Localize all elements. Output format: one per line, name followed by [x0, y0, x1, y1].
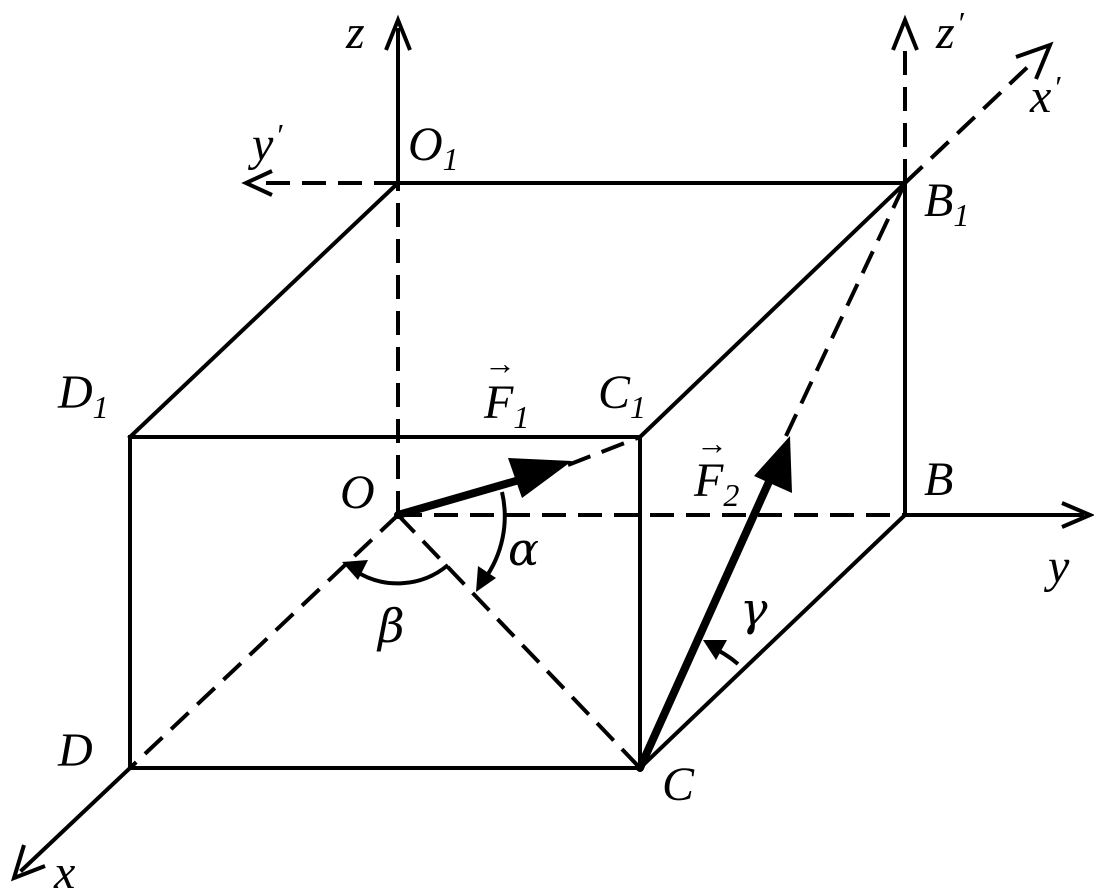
dashed-lines [128, 40, 1037, 770]
label-y-prime: y′ [247, 117, 283, 171]
label-y: y [1043, 540, 1070, 593]
z-prime-axis-arrowhead [891, 14, 919, 51]
label-f1: F1 [483, 376, 529, 435]
vector-f2-shaft [636, 471, 776, 772]
dashed-f2-to-b1 [784, 182, 907, 437]
box-solid-edges [127, 180, 908, 771]
gamma-arrowhead [703, 640, 727, 660]
label-x: x [53, 846, 75, 890]
vector-labels: → F1 → F2 [483, 345, 739, 513]
edge-c1-b1 [637, 180, 908, 440]
angle-labels: α β γ [376, 522, 768, 653]
vector-f2-arrowhead [754, 436, 792, 493]
label-beta: β [376, 599, 405, 653]
y-prime-axis-arrowhead [241, 169, 273, 197]
label-b: B [924, 453, 953, 506]
label-x-prime: x′ [1029, 69, 1061, 123]
dashed-x-prime-axis [903, 58, 1037, 185]
edge-c-b [637, 512, 908, 771]
label-b1: B1 [924, 174, 969, 233]
dashed-o-d [128, 513, 400, 770]
force-vectors [394, 436, 792, 772]
label-c: C [662, 758, 695, 811]
vector-f1-arrowhead [508, 458, 572, 498]
label-c1: C1 [598, 366, 646, 425]
angle-arcs [342, 491, 740, 666]
dashed-f1-to-c1 [567, 435, 641, 467]
alpha-arrowhead [476, 566, 496, 592]
label-z: z [345, 6, 365, 59]
label-f2: F2 [693, 454, 739, 513]
x-axis-line [19, 765, 133, 873]
alpha-arc [482, 491, 507, 582]
label-o1: O1 [408, 118, 459, 177]
edge-d1-o1 [127, 180, 401, 440]
beta-arc [352, 563, 450, 586]
label-d: D [57, 724, 93, 777]
axis-labels: z z′ y′ x′ y x [53, 5, 1070, 890]
z-axis-arrowhead [384, 14, 412, 51]
label-alpha: α [508, 522, 539, 576]
y-axis-arrowhead [1061, 501, 1094, 529]
label-d1: D1 [57, 366, 109, 425]
beta-arrowhead [342, 560, 368, 580]
x-axis-arrowhead [10, 844, 46, 882]
x-prime-axis-arrowhead [1015, 41, 1054, 80]
vector-f2-arrow-symbol: → [696, 425, 728, 461]
vector-f1-arrow-symbol: → [484, 345, 516, 381]
label-gamma: γ [740, 582, 768, 636]
dashed-o-c [396, 513, 642, 770]
label-o: O [340, 466, 375, 519]
axis-arrowheads [10, 14, 1094, 882]
point-labels: O1 B1 D1 C1 O B D C [57, 118, 969, 811]
label-z-prime: z′ [935, 5, 965, 59]
solid-axes [19, 28, 1084, 873]
